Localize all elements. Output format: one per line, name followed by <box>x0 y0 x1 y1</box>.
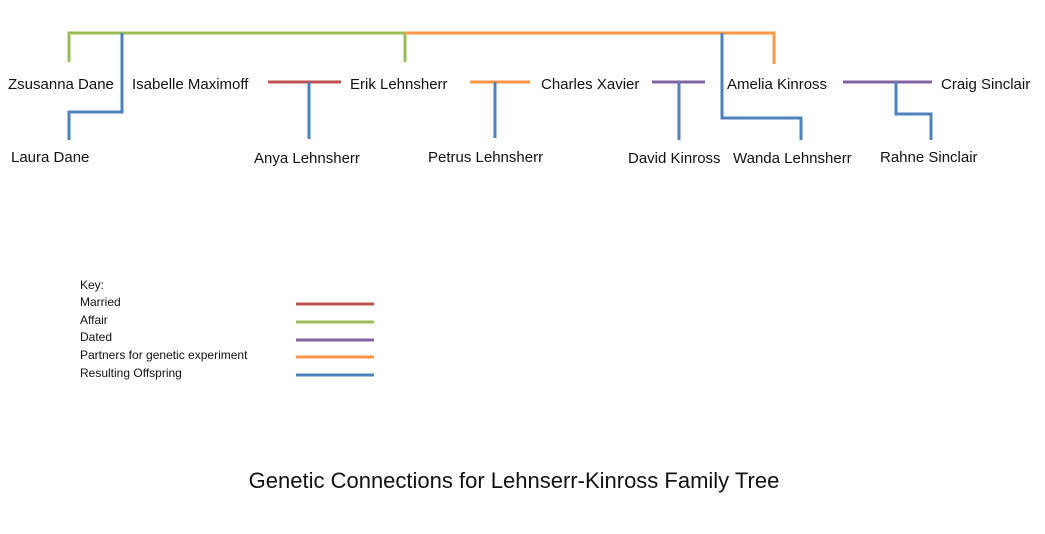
person-david-kinross: David Kinross <box>628 150 721 167</box>
person-craig-sinclair: Craig Sinclair <box>941 76 1030 93</box>
legend: Key: Married Affair Dated Partners for g… <box>80 278 374 380</box>
person-rahne-sinclair: Rahne Sinclair <box>880 149 978 166</box>
offspring-line-wanda <box>720 33 803 140</box>
diagram-title: Genetic Connections for Lehnserr-Kinross… <box>249 468 780 493</box>
person-zsusanna-dane: Zsusanna Dane <box>8 76 114 93</box>
person-isabelle-maximoff: Isabelle Maximoff <box>132 76 249 93</box>
person-charles-xavier: Charles Xavier <box>541 76 639 93</box>
offspring-line-laura <box>67 33 124 140</box>
legend-label-dated: Dated <box>80 330 112 344</box>
person-laura-dane: Laura Dane <box>11 149 89 166</box>
person-petrus-lehnsherr: Petrus Lehnsherr <box>428 149 543 166</box>
legend-label-married: Married <box>80 295 121 309</box>
offspring-line-rahne <box>894 82 933 140</box>
person-erik-lehnsherr: Erik Lehnsherr <box>350 76 448 93</box>
legend-label-genetic: Partners for genetic experiment <box>80 348 248 362</box>
affair-line-zsusanna-erik <box>67 31 407 62</box>
person-amelia-kinross: Amelia Kinross <box>727 76 827 93</box>
legend-label-affair: Affair <box>80 313 108 327</box>
legend-label-offspring: Resulting Offspring <box>80 366 182 380</box>
person-wanda-lehnsherr: Wanda Lehnsherr <box>733 150 852 167</box>
genetic-line-erik-amelia <box>405 31 776 64</box>
legend-heading: Key: <box>80 278 104 292</box>
person-anya-lehnsherr: Anya Lehnsherr <box>254 150 360 167</box>
